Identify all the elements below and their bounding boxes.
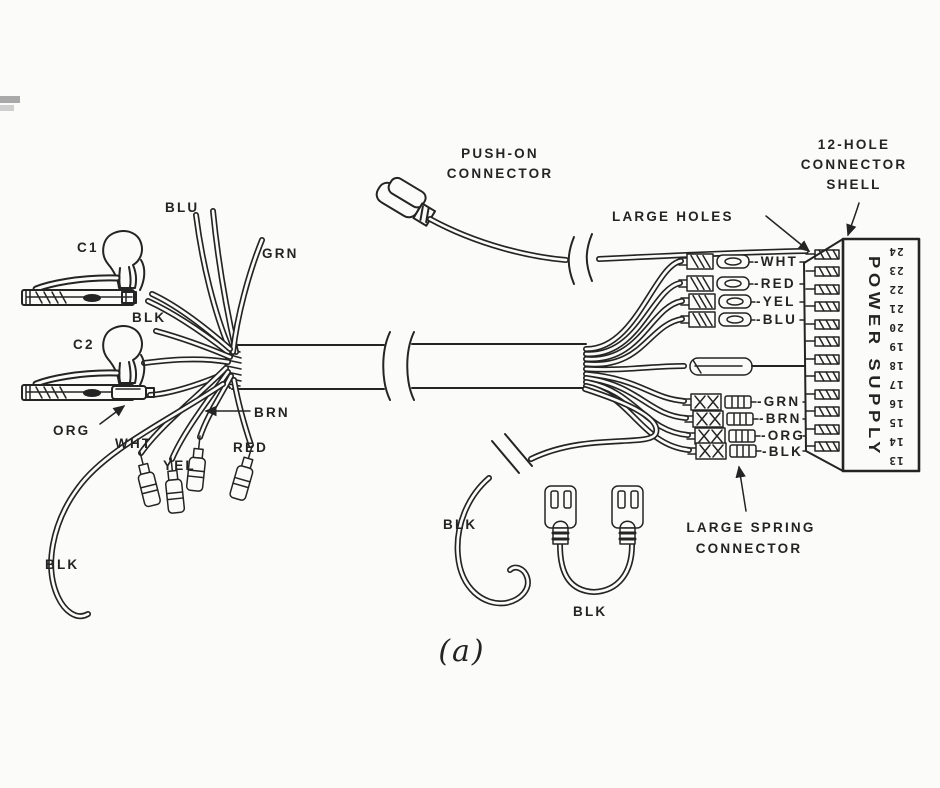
large-holes-label: LARGE HOLES bbox=[612, 209, 734, 224]
terminal-grn bbox=[682, 393, 752, 411]
pin-number: 15 bbox=[888, 416, 903, 429]
label-rt-blu: -BLU bbox=[756, 312, 797, 327]
label-rt-yel: -YEL bbox=[756, 294, 796, 309]
label-rt-wht: -WHT bbox=[754, 254, 798, 269]
shell-label-line3: SHELL bbox=[826, 177, 881, 192]
shell-label-line2: CONNECTOR bbox=[801, 157, 908, 172]
pin-number: 18 bbox=[888, 359, 903, 372]
right-wire-labels: -WHT -RED -YEL -BLU -GRN -BRN -ORG -BLK bbox=[754, 254, 805, 459]
pointer-arrows bbox=[99, 202, 860, 512]
connector-c2 bbox=[22, 326, 155, 400]
label-c1: C1 bbox=[77, 240, 99, 255]
push-on-label-line2: CONNECTOR bbox=[447, 166, 554, 181]
label-org: ORG bbox=[53, 423, 90, 438]
pin-number: 24 bbox=[888, 245, 903, 258]
label-grn: GRN bbox=[262, 246, 299, 261]
loop-wire-break-symbol bbox=[491, 433, 533, 474]
label-rb-grn: -GRN bbox=[757, 394, 800, 409]
figure-caption: (a) bbox=[438, 634, 485, 669]
pin-number: 23 bbox=[888, 264, 903, 277]
push-on-connector-assembly bbox=[372, 170, 806, 285]
power-supply-label: POWER SUPPLY bbox=[865, 256, 882, 458]
pin-number: 21 bbox=[888, 302, 903, 315]
power-supply-box: POWER SUPPLY 24 23 22 21 20 19 18 17 16 … bbox=[841, 237, 921, 473]
spring-connector-arrow bbox=[735, 465, 747, 512]
label-brn: BRN bbox=[254, 405, 290, 420]
terminal-org bbox=[686, 427, 756, 445]
large-holes-arrow bbox=[765, 215, 811, 252]
left-wire-labels: C1 BLU GRN BLK C2 ORG WHT YEL BRN RED BL… bbox=[45, 200, 299, 572]
twelve-hole-connector-shell bbox=[803, 238, 844, 472]
org-arrow bbox=[99, 405, 126, 425]
label-rb-blk: -BLK bbox=[762, 444, 803, 459]
terminal-blk bbox=[687, 442, 757, 460]
bottom-labels: BLK BLK (a) bbox=[438, 517, 607, 669]
c2-terminal-lug bbox=[111, 385, 147, 400]
wire-rt-middle bbox=[586, 366, 684, 369]
spring-label-line1: LARGE SPRING bbox=[686, 520, 815, 535]
label-wht: WHT bbox=[115, 436, 152, 451]
label-blk-loop: BLK bbox=[443, 517, 477, 532]
right-breakout-wires bbox=[458, 261, 689, 603]
annotation-labels: PUSH-ON CONNECTOR LARGE HOLES 12-HOLE CO… bbox=[447, 137, 908, 556]
terminal-brn bbox=[684, 410, 754, 428]
label-rb-brn: -BRN bbox=[759, 411, 802, 426]
label-rt-red: -RED bbox=[754, 276, 796, 291]
connector-pin-numbers: 24 23 22 21 20 19 18 17 16 15 14 13 bbox=[888, 245, 903, 467]
label-blk-arc: BLK bbox=[45, 557, 79, 572]
pin-number: 19 bbox=[888, 340, 903, 353]
cable-break-symbol bbox=[382, 331, 415, 401]
shell-arrow bbox=[846, 202, 860, 237]
label-red: RED bbox=[233, 440, 268, 455]
shell-label-line1: 12-HOLE bbox=[818, 137, 890, 152]
label-blk-jumper: BLK bbox=[573, 604, 607, 619]
scan-artifact bbox=[0, 96, 20, 111]
label-yel: YEL bbox=[163, 458, 196, 473]
push-on-wire-break-symbol bbox=[567, 233, 593, 285]
pin-number: 20 bbox=[888, 321, 903, 334]
pin-number: 16 bbox=[888, 397, 903, 410]
spring-label-line2: CONNECTOR bbox=[696, 541, 803, 556]
label-rb-org: -ORG bbox=[761, 428, 805, 443]
pin-number: 17 bbox=[888, 378, 903, 391]
pin-number: 22 bbox=[888, 283, 903, 296]
push-on-label-line1: PUSH-ON bbox=[461, 146, 539, 161]
label-blk-upper: BLK bbox=[132, 310, 166, 325]
middle-terminal bbox=[689, 357, 807, 376]
pin-number: 13 bbox=[888, 454, 903, 467]
label-blu: BLU bbox=[165, 200, 199, 215]
label-c2: C2 bbox=[73, 337, 95, 352]
pin-number: 14 bbox=[888, 435, 903, 448]
wire-to-c2 bbox=[144, 359, 228, 363]
